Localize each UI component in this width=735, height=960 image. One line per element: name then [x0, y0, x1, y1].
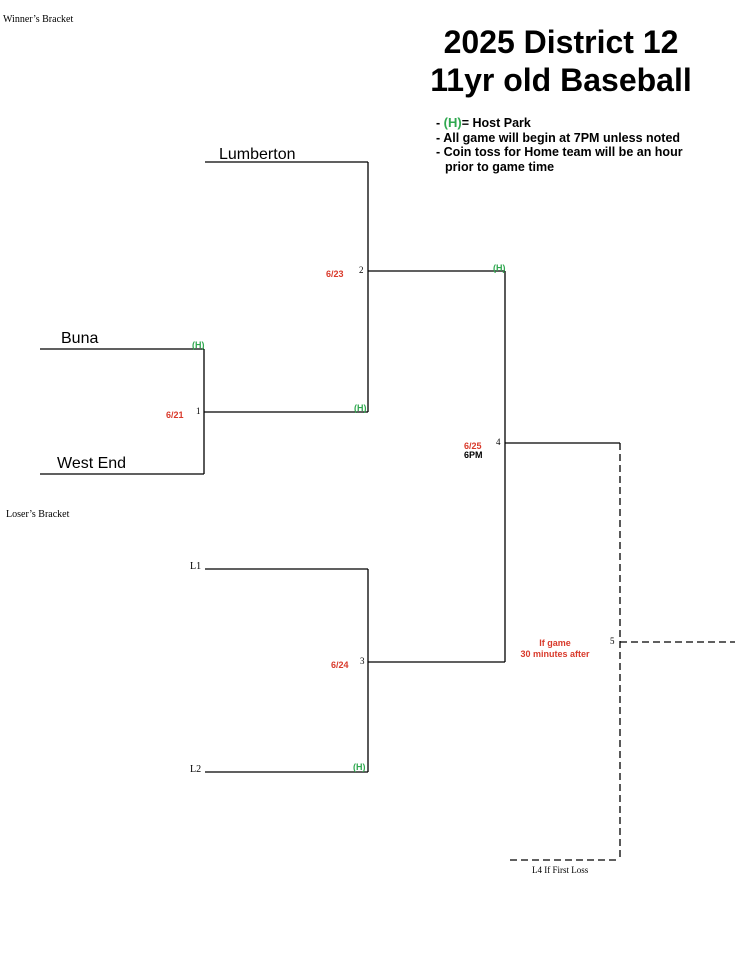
game3-number: 3	[360, 656, 365, 666]
game2-number: 2	[359, 265, 364, 275]
winners-bracket-label: Winner’s Bracket	[3, 14, 74, 25]
note-coin-toss-line-2: prior to game time	[445, 160, 555, 174]
loser-slot-l1: L1	[190, 561, 202, 572]
note-dash: -	[436, 145, 441, 159]
legend-host-row: - (H)= Host Park	[436, 115, 531, 130]
host-mark-game2: (H)	[493, 263, 506, 273]
title-line-2: 11yr old Baseball	[430, 62, 692, 98]
note-dash: -	[436, 131, 441, 145]
losers-bracket-label: Loser’s Bracket	[6, 509, 70, 520]
note-coin-toss-text: Coin toss for Home team will be an hour	[443, 145, 683, 159]
host-mark-buna: (H)	[192, 340, 205, 350]
legend-host-text: = Host Park	[461, 116, 531, 130]
team-west-end: West End	[57, 455, 127, 472]
loser-slot-l4: L4 If First Loss	[532, 865, 589, 875]
host-mark-l2: (H)	[353, 762, 366, 772]
game4-number: 4	[496, 437, 501, 447]
game5-note-line-2: 30 minutes after	[520, 649, 590, 659]
host-mark-game1: (H)	[354, 403, 367, 413]
game4-time: 6PM	[464, 450, 483, 460]
game4-date: 6/25	[464, 441, 482, 451]
note-start-time-text: All game will begin at 7PM unless noted	[443, 131, 681, 145]
legend-dash: -	[436, 116, 441, 130]
title-line-1: 2025 District 12	[443, 24, 679, 60]
team-lumberton: Lumberton	[219, 146, 296, 163]
game1-number: 1	[196, 406, 201, 416]
team-buna: Buna	[61, 330, 99, 347]
game5-number: 5	[610, 636, 615, 646]
loser-slot-l2: L2	[190, 764, 202, 775]
note-coin-toss: - Coin toss for Home team will be an hou…	[436, 145, 683, 159]
game5-note-line-1: If game	[539, 638, 571, 648]
game2-date: 6/23	[326, 269, 344, 279]
game3-date: 6/24	[331, 660, 349, 670]
game1-date: 6/21	[166, 410, 184, 420]
note-start-time: - All game will begin at 7PM unless note…	[436, 131, 680, 145]
legend-host-symbol: (H)	[443, 115, 462, 130]
